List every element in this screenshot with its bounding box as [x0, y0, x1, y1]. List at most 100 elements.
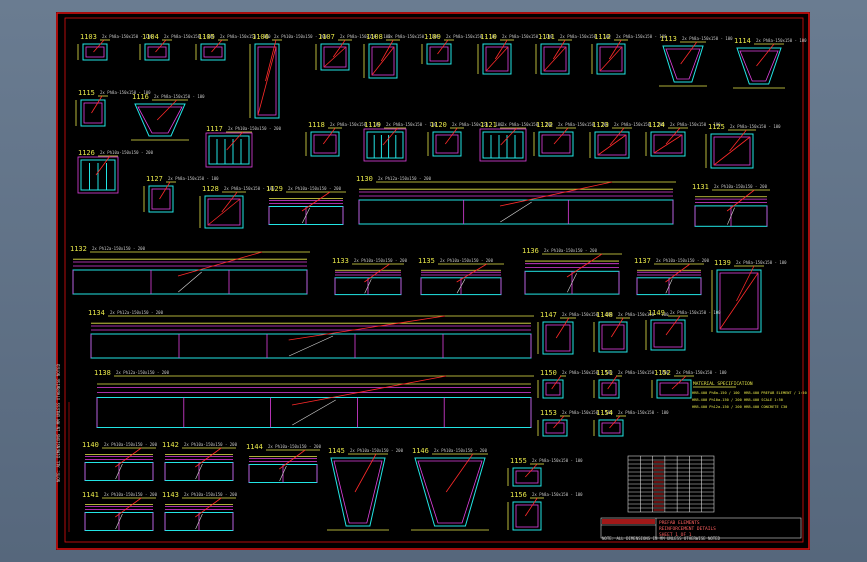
detail-label-1113: 1113	[660, 35, 677, 43]
leader-line	[221, 191, 238, 213]
detail-label-1130: 1130	[356, 175, 373, 183]
detail-note-1110: 2x Ph8a-150x150 - 100	[502, 34, 553, 39]
detail-label-1145: 1145	[328, 447, 345, 455]
rebar-cage	[713, 136, 751, 166]
concrete-outline	[540, 43, 570, 75]
detail-label-1132: 1132	[70, 245, 87, 253]
rebar-cage	[207, 198, 241, 226]
detail-label-1149: 1149	[648, 309, 665, 317]
concrete-outline	[414, 457, 486, 527]
break-line	[195, 513, 203, 530]
leader-line	[551, 375, 562, 390]
detail-label-1146: 1146	[412, 447, 429, 455]
detail-label-1152: 1152	[654, 369, 671, 377]
rebar-cage	[545, 422, 565, 434]
leader-line	[671, 375, 687, 390]
detail-note-1148: 2x Ph8a-150x150 - 100	[618, 312, 669, 317]
drawing-canvas[interactable]: NOTE: ALL DIMENSIONS IN MM UNLESS OTHERW…	[56, 12, 810, 550]
diagonal-bar	[371, 46, 395, 76]
concrete-outline	[598, 419, 624, 437]
leader-line	[354, 453, 377, 493]
spec-line-3: HRB-400 Ph12a-150 / 200	[692, 405, 742, 409]
detail-label-1107: 1107	[318, 33, 335, 41]
drawing-sheet[interactable]: NOTE: ALL DIMENSIONS IN MM UNLESS OTHERW…	[56, 12, 810, 550]
rebar-cage	[653, 322, 683, 348]
concrete-outline	[80, 99, 106, 127]
detail-note-1108: 2x Ph8a-150x150 - 100	[388, 34, 439, 39]
rebar-cage	[151, 188, 171, 210]
detail-label-1136: 1136	[522, 247, 539, 255]
rebar-cage	[417, 460, 483, 524]
leader-line	[607, 375, 618, 390]
concrete-outline	[482, 43, 512, 75]
detail-label-1137: 1137	[634, 257, 651, 265]
detail-note-1116: 2x Ph8a-150x150 - 100	[154, 94, 205, 99]
spec-line-2: HRB-400 Ph10a-150 / 200	[692, 398, 742, 402]
leader-line	[500, 127, 518, 146]
break-line	[727, 207, 735, 225]
detail-label-1122: 1122	[536, 121, 553, 129]
detail-note-1129: 2x Ph10a-150x150 - 200	[288, 186, 342, 191]
inner-drawing-frame	[64, 17, 804, 543]
leader-line	[665, 127, 681, 145]
leader-line	[494, 39, 508, 60]
title-line-2: REINFORCEMENT DETAILS	[659, 526, 716, 532]
